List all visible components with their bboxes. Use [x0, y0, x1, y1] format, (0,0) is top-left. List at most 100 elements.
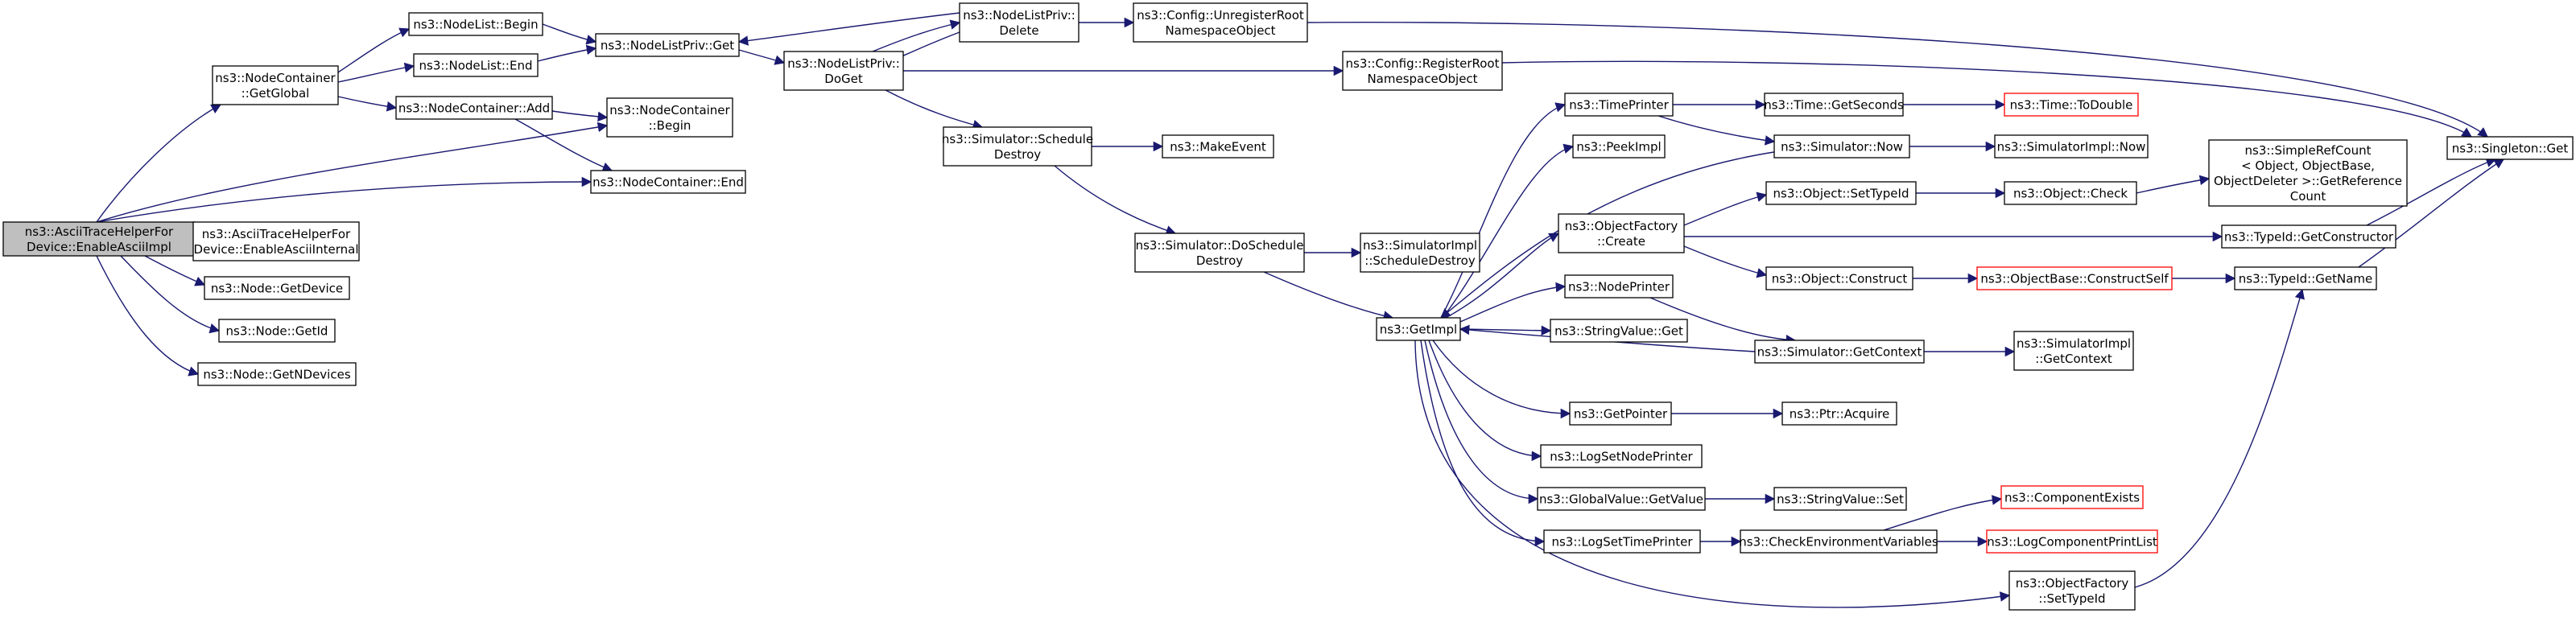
node-nl-begin[interactable]: ns3::NodeList::Begin [408, 12, 543, 36]
node-logsettimeprinter[interactable]: ns3::LogSetTimePrinter [1543, 529, 1701, 554]
node-node-getndevices[interactable]: ns3::Node::GetNDevices [197, 362, 357, 386]
node-nodeprinter[interactable]: ns3::NodePrinter [1564, 274, 1674, 298]
node-label: ns3::StringValue::Get [1554, 323, 1683, 338]
node-box [590, 170, 746, 194]
edge-check-env-to-component-exists [1883, 495, 2003, 531]
node-ascii-internal[interactable]: ns3::AsciiTraceHelperForDevice::EnableAs… [192, 221, 360, 261]
node-label: ns3::NodeListPriv:: [963, 8, 1075, 23]
node-globalvalue-getvalue[interactable]: ns3::GlobalValue::GetValue [1537, 487, 1706, 511]
edge-root-to-nc-begin [96, 121, 609, 223]
node-sim-getcontext[interactable]: ns3::Simulator::GetContext [1754, 340, 1925, 364]
call-nodes: ns3::AsciiTraceHelperForDevice::EnableAs… [2, 2, 2574, 611]
node-label: ns3::NodeContainer::Add [398, 101, 550, 115]
node-typeid-getname[interactable]: ns3::TypeId::GetName [2234, 266, 2377, 290]
node-nlp-delete[interactable]: ns3::NodeListPriv::Delete [959, 2, 1080, 43]
edge-nlp-doget-to-nlp-delete [872, 19, 961, 52]
edge-root-to-nc-end [96, 176, 592, 223]
node-simimpl-schedule-destroy[interactable]: ns3::SimulatorImpl::ScheduleDestroy [1360, 233, 1480, 273]
node-label: ns3::Simulator::Schedule [942, 132, 1093, 146]
node-component-exists[interactable]: ns3::ComponentExists [2000, 485, 2144, 509]
node-cfg-unreg[interactable]: ns3::Config::UnregisterRootNamespaceObje… [1133, 2, 1308, 43]
node-box [192, 221, 360, 261]
node-nc-getglobal[interactable]: ns3::NodeContainer::GetGlobal [212, 65, 339, 105]
node-label: ns3::PeekImpl [1576, 139, 1661, 154]
node-sim-schedule-destroy[interactable]: ns3::Simulator::ScheduleDestroy [942, 126, 1093, 167]
edge-timeprinter-to-sim-now [1657, 115, 1776, 146]
node-sim-now[interactable]: ns3::Simulator::Now [1773, 134, 1910, 158]
edge-nc-add-to-nc-end [514, 118, 613, 172]
node-box [2004, 181, 2137, 205]
node-simplerefcount[interactable]: ns3::SimpleRefCount< Object, ObjectBase,… [2208, 139, 2408, 207]
node-node-getdevice[interactable]: ns3::Node::GetDevice [204, 276, 350, 300]
node-label: Device::EnableAsciiImpl [27, 240, 171, 254]
node-label: Device::EnableAsciiInternal [194, 242, 359, 257]
node-logcomponent-printlist[interactable]: ns3::LogComponentPrintList [1986, 529, 2158, 554]
node-label: ns3::ObjectBase::ConstructSelf [1980, 271, 2169, 286]
edge-getimpl-to-getpointer [1432, 340, 1571, 419]
node-obj-settypeid[interactable]: ns3::Object::SetTypeId [1765, 181, 1917, 205]
node-nc-end[interactable]: ns3::NodeContainer::End [590, 170, 746, 194]
node-box [1540, 444, 1703, 468]
node-typeid-getconstructor[interactable]: ns3::TypeId::GetConstructor [2221, 224, 2396, 249]
node-time-todouble[interactable]: ns3::Time::ToDouble [2004, 93, 2139, 117]
node-lognodeprinter[interactable]: ns3::LogSetNodePrinter [1540, 444, 1703, 468]
node-objfactory-create[interactable]: ns3::ObjectFactory::Create [1558, 213, 1685, 253]
node-box [2234, 266, 2377, 290]
node-box [1764, 93, 1904, 117]
node-time-getseconds[interactable]: ns3::Time::GetSeconds [1764, 93, 1904, 117]
node-box [1986, 529, 2158, 554]
node-make-event[interactable]: ns3::MakeEvent [1162, 134, 1274, 158]
node-label: ns3::LogSetNodePrinter [1550, 449, 1693, 463]
node-obj-check[interactable]: ns3::Object::Check [2004, 181, 2137, 205]
node-stringvalue-set[interactable]: ns3::StringValue::Set [1773, 487, 1907, 511]
node-objbase-constructself[interactable]: ns3::ObjectBase::ConstructSelf [1976, 266, 2173, 290]
node-objfactory-settypeid[interactable]: ns3::ObjectFactory::SetTypeId [2008, 570, 2136, 611]
edge-getimpl-to-objfactory-create [1445, 233, 1560, 319]
node-label: ns3::GlobalValue::GetValue [1539, 492, 1703, 506]
node-label: ns3::Simulator::DoSchedule [1136, 238, 1304, 253]
edge-root-to-node-getid [120, 255, 221, 334]
node-nc-begin[interactable]: ns3::NodeContainer::Begin [606, 97, 733, 138]
edge-nc-getglobal-to-nl-end [337, 62, 415, 83]
edge-sim-doschedule-destroy-to-getimpl [1263, 271, 1394, 321]
call-edges [96, 12, 2505, 608]
node-timeprinter[interactable]: ns3::TimePrinter [1564, 93, 1674, 117]
node-label: ns3::SimulatorImpl [2017, 336, 2131, 351]
node-label: ns3::Time::GetSeconds [1764, 97, 1904, 112]
node-simimpl-now[interactable]: ns3::SimulatorImpl::Now [1994, 134, 2149, 158]
node-node-getid[interactable]: ns3::Node::GetId [218, 319, 336, 343]
node-ptr-acquire[interactable]: ns3::Ptr::Acquire [1781, 401, 1897, 426]
node-singleton-get[interactable]: ns3::Singleton::Get [2446, 136, 2574, 160]
node-label: ns3::ComponentExists [2004, 490, 2140, 504]
node-getimpl[interactable]: ns3::GetImpl [1376, 317, 1461, 341]
node-label: ns3::TypeId::GetName [2239, 271, 2372, 286]
node-label: ::Create [1597, 234, 1645, 249]
node-label: ns3::Singleton::Get [2452, 141, 2569, 155]
node-nl-end[interactable]: ns3::NodeList::End [413, 53, 539, 77]
edge-getimpl-to-logsettimeprinter [1420, 340, 1546, 547]
node-box [218, 319, 336, 343]
node-obj-construct[interactable]: ns3::Object::Construct [1765, 266, 1913, 290]
node-nlp-get[interactable]: ns3::NodeListPriv::Get [595, 33, 740, 57]
node-label: ns3::Node::GetDevice [211, 281, 343, 295]
node-box [1162, 134, 1274, 158]
edge-nc-getglobal-to-nc-add [337, 96, 398, 112]
node-nc-add[interactable]: ns3::NodeContainer::Add [395, 96, 553, 120]
node-peekimpl[interactable]: ns3::PeekImpl [1572, 134, 1666, 158]
node-stringvalue-get[interactable]: ns3::StringValue::Get [1550, 319, 1688, 343]
node-label: ns3::LogComponentPrintList [1987, 534, 2157, 549]
node-label: ns3::ObjectFactory [2016, 576, 2129, 591]
node-simimpl-getcontext[interactable]: ns3::SimulatorImpl::GetContext [2013, 331, 2134, 371]
node-nlp-doget[interactable]: ns3::NodeListPriv::DoGet [783, 51, 904, 91]
edge-objfactory-create-to-obj-settypeid [1683, 191, 1768, 226]
node-label: ns3::Ptr::Acquire [1790, 406, 1889, 421]
node-label: ns3::AsciiTraceHelperFor [202, 227, 351, 241]
node-getpointer[interactable]: ns3::GetPointer [1569, 401, 1672, 426]
node-label: ns3::Simulator::Now [1781, 139, 1903, 154]
edge-getimpl-to-timeprinter [1440, 102, 1567, 319]
node-box [2446, 136, 2574, 160]
node-root[interactable]: ns3::AsciiTraceHelperForDevice::EnableAs… [2, 221, 196, 257]
node-check-env[interactable]: ns3::CheckEnvironmentVariables [1739, 529, 1938, 554]
